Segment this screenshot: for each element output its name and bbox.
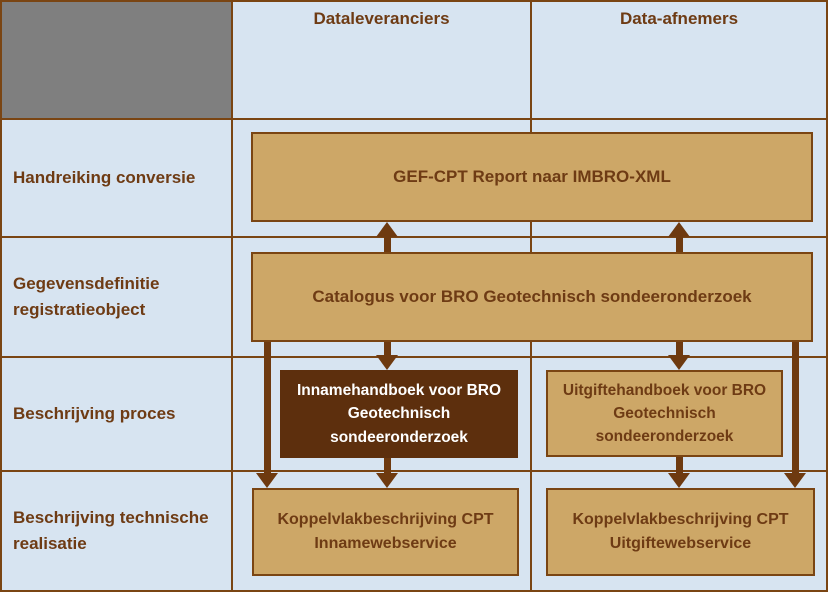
grid-line-row4 bbox=[0, 470, 828, 472]
arrow-head bbox=[376, 473, 398, 488]
arrow-uitgiftehandboek-to-koppelvlak-uitgifte bbox=[668, 457, 690, 488]
arrow-head bbox=[668, 355, 690, 370]
arrow-head bbox=[668, 222, 690, 237]
arrow-catalogus-to-gefcpt-left bbox=[376, 222, 398, 252]
box-koppelvlakbeschrijving-cpt-innamewebservice: Koppelvlakbeschrijving CPT Innamewebserv… bbox=[252, 488, 519, 576]
corner-cell bbox=[0, 0, 233, 120]
arrow-catalogus-to-innamehandboek bbox=[376, 342, 398, 370]
arrow-catalogus-to-koppelvlak-uitgifte-bypass bbox=[784, 342, 806, 488]
arrow-shaft bbox=[383, 342, 391, 357]
grid-line-top bbox=[0, 0, 828, 2]
arrow-shaft bbox=[675, 457, 683, 475]
arrow-shaft bbox=[791, 342, 799, 475]
arrow-shaft bbox=[675, 342, 683, 357]
arrow-catalogus-to-uitgiftehandboek bbox=[668, 342, 690, 370]
arrow-innamehandboek-to-koppelvlak-inname bbox=[376, 458, 398, 488]
box-gef-cpt-report-naar-imbro-xml: GEF-CPT Report naar IMBRO-XML bbox=[251, 132, 813, 222]
column-header-dataleveranciers: Dataleveranciers bbox=[313, 9, 450, 28]
column-header-data-afnemers: Data-afnemers bbox=[619, 9, 739, 28]
grid-line-left bbox=[0, 0, 2, 592]
arrow-head bbox=[256, 473, 278, 488]
box-innamehandboek: Innamehandboek voor BRO Geotechnisch son… bbox=[280, 370, 518, 458]
row-label-beschrijving-proces: Beschrijving proces bbox=[13, 403, 176, 423]
row-label-beschrijving-technische-realisatie: Beschrijving technische realisatie bbox=[13, 507, 209, 553]
arrow-shaft bbox=[263, 342, 271, 475]
row-label-gegevensdefinitie-registratieobject: Gegevensdefinitie registratieobject bbox=[13, 273, 160, 319]
grid-line-col1 bbox=[231, 0, 233, 592]
box-catalogus-bro-geotechnisch-sondeeronderzoek: Catalogus voor BRO Geotechnisch sondeero… bbox=[251, 252, 813, 342]
grid-line-bottom bbox=[0, 590, 828, 592]
arrow-shaft bbox=[383, 458, 391, 475]
grid-line-row1 bbox=[0, 118, 828, 120]
box-koppelvlakbeschrijving-cpt-uitgiftewebservice: Koppelvlakbeschrijving CPT Uitgiftewebse… bbox=[546, 488, 815, 576]
row-label-handreiking-conversie: Handreiking conversie bbox=[13, 167, 196, 187]
arrow-shaft bbox=[675, 235, 683, 252]
grid-line-row2 bbox=[0, 236, 828, 238]
arrow-shaft bbox=[383, 235, 391, 252]
arrow-catalogus-to-koppelvlak-inname-bypass bbox=[256, 342, 278, 488]
box-uitgiftehandboek: Uitgiftehandboek voor BRO Geotechnisch s… bbox=[546, 370, 783, 457]
arrow-catalogus-to-gefcpt-right bbox=[668, 222, 690, 252]
arrow-head bbox=[376, 355, 398, 370]
arrow-head bbox=[376, 222, 398, 237]
arrow-head bbox=[668, 473, 690, 488]
grid-line-row3 bbox=[0, 356, 828, 358]
grid-line-right bbox=[826, 0, 828, 592]
arrow-head bbox=[784, 473, 806, 488]
